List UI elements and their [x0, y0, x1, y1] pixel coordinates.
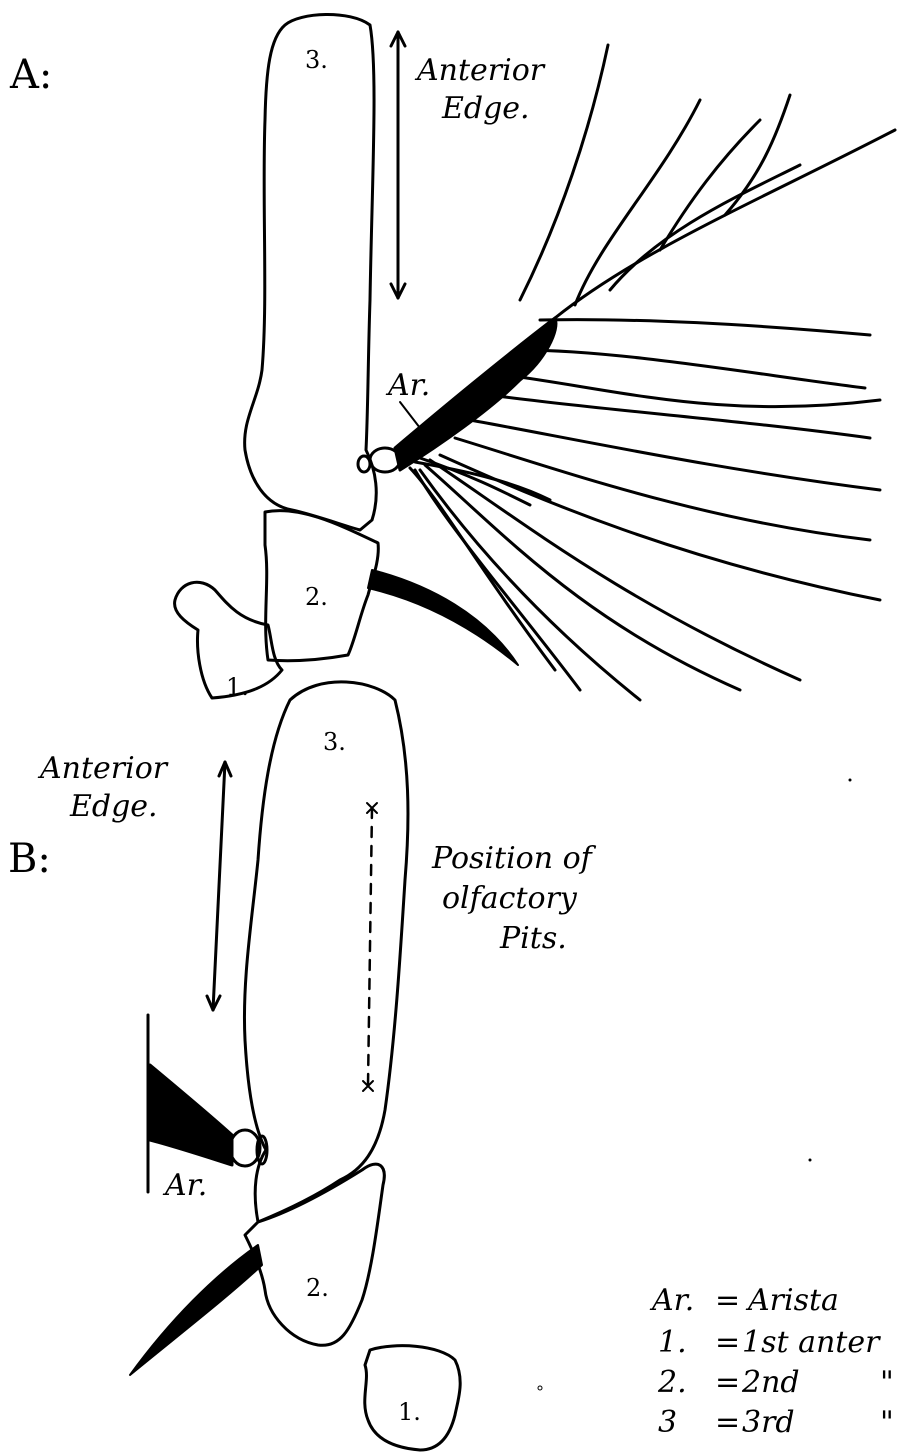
- panel-a-arista-leader: [400, 402, 420, 428]
- panel-b-segment-2-outline: [245, 1164, 384, 1345]
- panel-a-arista-ray: [420, 458, 530, 505]
- panel-b-segment-2-label: 2.: [306, 1274, 329, 1302]
- panel-b-anterior-label-line2: Edge.: [69, 789, 158, 824]
- panel-b-segment-3-label: 3.: [323, 728, 346, 756]
- legend-value-1: 1st anter: [742, 1325, 881, 1360]
- panel-a-arista-ray: [440, 455, 880, 600]
- panel-b-segment-3-outline: [244, 682, 408, 1222]
- panel-b-anterior-arrow: [213, 762, 225, 1010]
- panel-a-anterior-label-line1: Anterior: [414, 53, 546, 88]
- legend-ditto-3: ": [880, 1405, 894, 1440]
- panel-b-anterior-label-line1: Anterior: [37, 751, 169, 786]
- panel-a-arista-ray: [505, 375, 880, 407]
- panel-a-arista-ray: [540, 320, 870, 335]
- legend-sep: =: [715, 1283, 740, 1318]
- panel-a: [175, 14, 895, 700]
- legend-ditto-2: ": [880, 1365, 894, 1400]
- panel-a-arista-ray: [520, 350, 865, 388]
- panel-b: [130, 682, 460, 1450]
- panel-a-segment-3-label: 3.: [305, 46, 328, 74]
- panel-b-segment-1-label: 1.: [398, 1398, 421, 1426]
- panel-b-pits-label-line3: Pits.: [499, 921, 567, 956]
- panel-a-arista-label: Ar.: [385, 368, 430, 403]
- legend-value-arista: Arista: [745, 1283, 839, 1318]
- panel-a-anterior-label-line2: Edge.: [441, 91, 530, 126]
- legend-value-3: 3rd: [742, 1405, 795, 1440]
- speck: [809, 1159, 812, 1162]
- speck: [538, 1386, 542, 1390]
- panel-b-arista-base: [230, 1130, 260, 1166]
- panel-b-hook: [130, 1245, 262, 1375]
- panel-a-label: A:: [9, 52, 52, 98]
- legend-sep: =: [715, 1325, 740, 1360]
- legend-key-2: 2.: [657, 1365, 687, 1400]
- panel-a-segment-2-label: 2.: [305, 583, 328, 611]
- panel-a-arista-socket: [358, 456, 370, 472]
- panel-a-arista-ray: [575, 100, 700, 305]
- speck: [849, 779, 852, 782]
- legend-value-2: 2nd: [741, 1365, 800, 1400]
- panel-b-arista-shaft: [150, 1065, 232, 1165]
- legend-key-3: 3: [658, 1405, 677, 1440]
- legend-sep: =: [715, 1365, 740, 1400]
- panel-b-olfactory-pits-line: [368, 808, 372, 1085]
- panel-b-arista-label: Ar.: [162, 1168, 207, 1203]
- legend-key-arista: Ar.: [649, 1283, 694, 1318]
- legend-sep: =: [715, 1405, 740, 1440]
- panel-a-arista-ray: [425, 465, 740, 690]
- legend: Ar. = Arista 1. = 1st anter 2. = 2nd " 3…: [649, 1283, 894, 1440]
- panel-b-pits-label-line1: Position of: [431, 841, 597, 876]
- panel-a-arista-ray: [660, 120, 760, 250]
- panel-b-pits-label-line2: olfactory: [442, 881, 578, 916]
- panel-b-label: B:: [8, 836, 51, 882]
- panel-a-segment-3-outline: [245, 14, 377, 530]
- panel-a-segment-1-label: 1.: [226, 673, 249, 701]
- legend-key-1: 1.: [658, 1325, 687, 1360]
